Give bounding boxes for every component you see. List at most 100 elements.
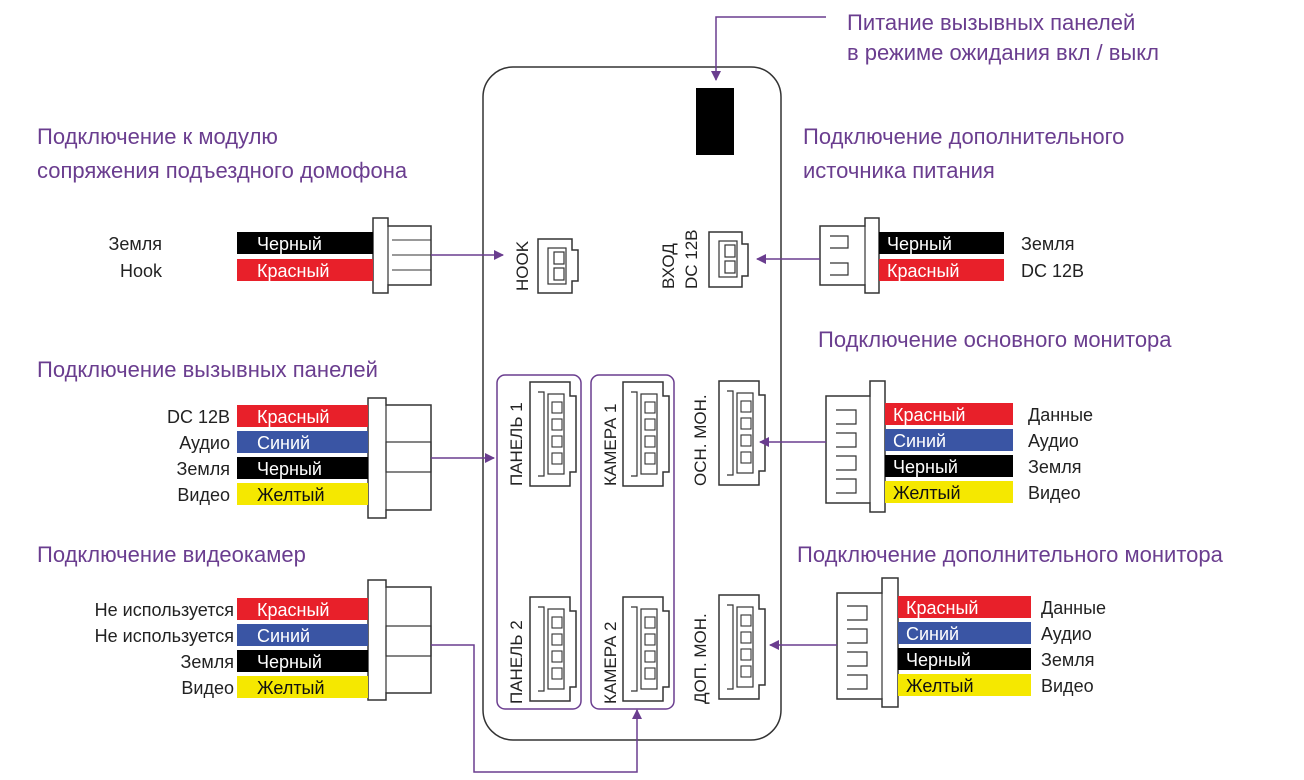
wire-color-label: Черный bbox=[257, 459, 322, 479]
wire-strip-red bbox=[237, 405, 368, 427]
dc-in-label-line1: ВХОД bbox=[659, 243, 678, 289]
wire-function-label: Земля bbox=[176, 459, 230, 479]
cameras-plug[interactable] bbox=[367, 579, 432, 701]
wire-strip-blue bbox=[237, 431, 368, 453]
panel2-socket[interactable] bbox=[529, 596, 577, 702]
main-monitor-socket-label: ОСН. МОН. bbox=[691, 394, 710, 486]
wire-color-label: Красный bbox=[257, 407, 329, 427]
wire-strip-yellow bbox=[898, 674, 1031, 696]
wire-function-label: Земля bbox=[1041, 650, 1095, 670]
standby-switch[interactable] bbox=[696, 88, 734, 155]
camera2-label: КАМЕРА 2 bbox=[601, 622, 620, 704]
main-monitor-plug[interactable] bbox=[825, 380, 886, 513]
panel1-socket[interactable] bbox=[529, 381, 577, 487]
intercom-module-caption-line2: сопряжения подъездного домофона bbox=[37, 158, 408, 183]
wire-strip-blue bbox=[885, 429, 1013, 451]
wire-function-label: Земля bbox=[1028, 457, 1082, 477]
hook-plug[interactable] bbox=[372, 217, 432, 294]
power-plug[interactable] bbox=[819, 217, 880, 294]
hook-socket[interactable] bbox=[537, 238, 579, 294]
wire-function-label: Земля bbox=[1021, 234, 1075, 254]
standby-power-caption-line1: Питание вызывных панелей bbox=[847, 10, 1135, 35]
wire-function-label: Аудио bbox=[1041, 624, 1092, 644]
wire-color-label: Черный bbox=[257, 652, 322, 672]
wire-color-label: Красный bbox=[893, 405, 965, 425]
wire-color-label: Красный bbox=[257, 600, 329, 620]
wire-function-label: Земля bbox=[108, 234, 162, 254]
standby-arrow bbox=[711, 16, 826, 81]
wire-strip-yellow bbox=[885, 481, 1013, 503]
wire-function-label: DC 12В bbox=[167, 407, 230, 427]
dc-in-socket[interactable] bbox=[708, 231, 749, 288]
wire-color-label: Черный bbox=[893, 457, 958, 477]
wire-color-label: Черный bbox=[906, 650, 971, 670]
wire-strip-red bbox=[237, 598, 368, 620]
standby-power-caption-line2: в режиме ожидания вкл / выкл bbox=[847, 40, 1159, 65]
hook-socket-label: HOOK bbox=[513, 240, 532, 291]
panel2-label: ПАНЕЛЬ 2 bbox=[507, 620, 526, 704]
wire-strip-red bbox=[885, 403, 1013, 425]
dc-in-label-line2: DC 12В bbox=[682, 229, 701, 289]
camera2-socket[interactable] bbox=[622, 596, 670, 702]
wire-strip-black bbox=[237, 457, 368, 479]
wire-color-label: Желтый bbox=[257, 678, 325, 698]
wire-color-label: Красный bbox=[257, 261, 329, 281]
wire-color-label: Синий bbox=[893, 431, 946, 451]
wire-color-label: Желтый bbox=[257, 485, 325, 505]
wire-color-label: Синий bbox=[257, 433, 310, 453]
wire-strip-blue bbox=[237, 624, 368, 646]
wire-function-label: Не используется bbox=[95, 626, 234, 646]
wire-color-label: Красный bbox=[906, 598, 978, 618]
extra-monitor-plug[interactable] bbox=[836, 577, 899, 708]
wire-strip-yellow bbox=[237, 483, 368, 505]
extra-power-caption-line1: Подключение дополнительного bbox=[803, 124, 1124, 149]
wire-function-label: Видео bbox=[181, 678, 234, 698]
wire-strip-black bbox=[885, 455, 1013, 477]
panel1-label: ПАНЕЛЬ 1 bbox=[507, 402, 526, 486]
wire-strip-black bbox=[898, 648, 1031, 670]
wire-color-label: Черный bbox=[887, 234, 952, 254]
panels-socket-group bbox=[496, 374, 582, 710]
camera1-socket[interactable] bbox=[622, 381, 670, 487]
wire-strip-yellow bbox=[237, 676, 368, 698]
wire-strip-black bbox=[237, 232, 373, 254]
wire-color-label: Синий bbox=[257, 626, 310, 646]
wire-strip-red bbox=[879, 259, 1004, 281]
extra-power-caption-line2: источника питания bbox=[803, 158, 995, 183]
call-panels-caption: Подключение вызывных панелей bbox=[37, 357, 378, 382]
wire-function-label: Не используется bbox=[95, 600, 234, 620]
intercom-module-caption-line1: Подключение к модулю bbox=[37, 124, 278, 149]
wire-color-label: Желтый bbox=[906, 676, 974, 696]
wire-strip-blue bbox=[898, 622, 1031, 644]
wire-function-label: Видео bbox=[1028, 483, 1081, 503]
wire-function-label: Земля bbox=[180, 652, 234, 672]
wire-color-label: Красный bbox=[887, 261, 959, 281]
extra-monitor-socket-label: ДОП. МОН. bbox=[691, 613, 710, 704]
wire-function-label: DC 12В bbox=[1021, 261, 1084, 281]
cameras-caption: Подключение видеокамер bbox=[37, 542, 306, 567]
wire-function-label: Видео bbox=[1041, 676, 1094, 696]
wire-strip-red bbox=[237, 259, 373, 281]
wire-color-label: Синий bbox=[906, 624, 959, 644]
main-monitor-socket[interactable] bbox=[718, 380, 766, 486]
wire-function-label: Данные bbox=[1041, 598, 1106, 618]
wire-strip-black bbox=[879, 232, 1004, 254]
panels-plug[interactable] bbox=[367, 397, 432, 519]
wire-function-label: Видео bbox=[177, 485, 230, 505]
wire-function-label: Данные bbox=[1028, 405, 1093, 425]
main-monitor-caption: Подключение основного монитора bbox=[818, 327, 1172, 352]
camera1-label: КАМЕРА 1 bbox=[601, 404, 620, 486]
cameras-arrow bbox=[431, 644, 642, 773]
wire-strip-red bbox=[898, 596, 1031, 618]
wire-color-label: Черный bbox=[257, 234, 322, 254]
extra-monitor-socket[interactable] bbox=[718, 594, 766, 700]
wire-function-label: Аудио bbox=[179, 433, 230, 453]
wire-color-label: Желтый bbox=[893, 483, 961, 503]
